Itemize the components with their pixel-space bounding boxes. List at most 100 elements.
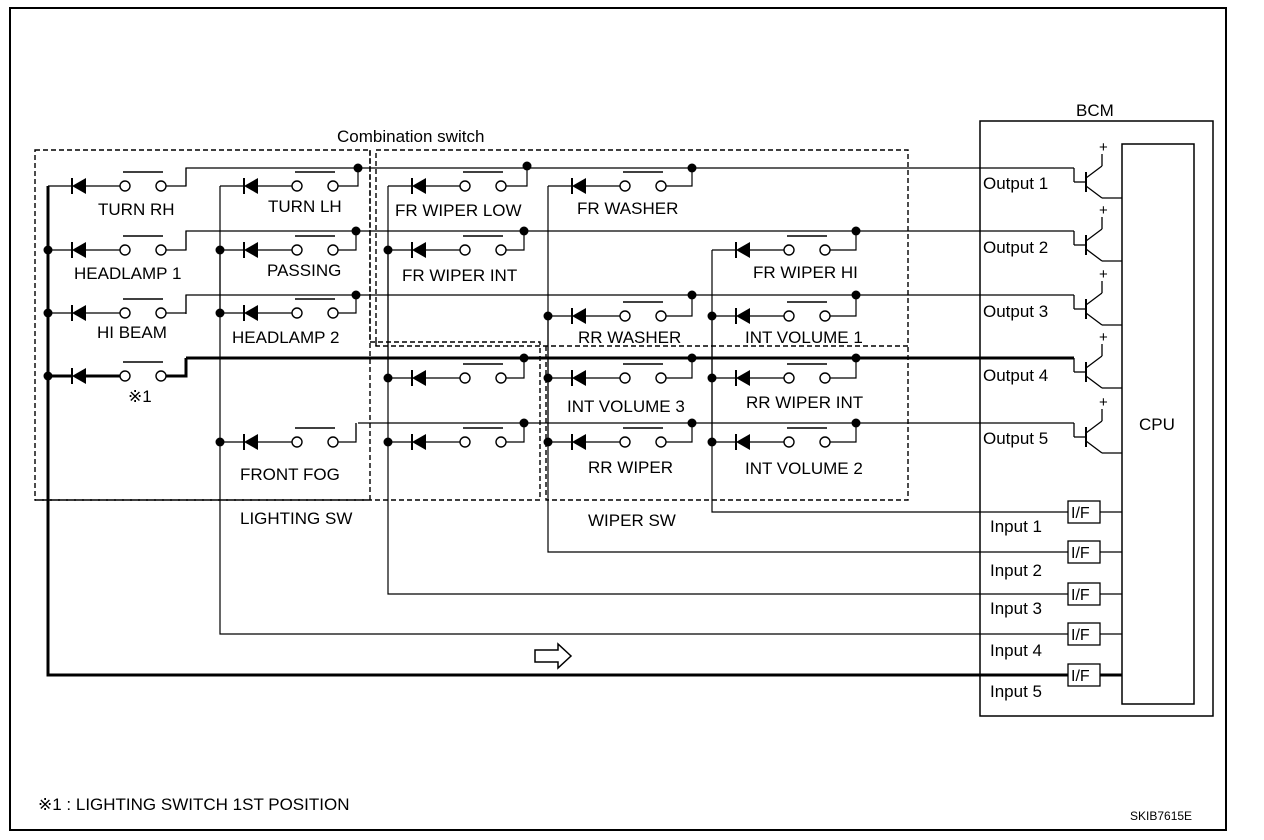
diode-icon xyxy=(572,308,586,324)
if-label: I/F xyxy=(1071,668,1090,685)
contact-icon xyxy=(327,180,339,192)
rr-washer-label: RR WASHER xyxy=(578,328,681,347)
turn-rh-switch xyxy=(48,168,187,194)
diode-icon xyxy=(244,178,258,194)
bcm-box xyxy=(979,120,1214,717)
hi-beam-switch xyxy=(48,295,187,321)
contact-icon xyxy=(327,244,339,256)
flow-arrow-icon xyxy=(534,642,573,670)
headlamp-2-switch xyxy=(220,295,357,321)
front-fog-label: FRONT FOG xyxy=(240,465,340,484)
fr-wiper-int-label: FR WIPER INT xyxy=(402,266,517,285)
if-label: I/F xyxy=(1071,627,1090,644)
contact-icon xyxy=(783,436,795,448)
diode-icon xyxy=(412,370,426,386)
headlamp-1-switch xyxy=(48,231,187,258)
contact-icon xyxy=(459,244,471,256)
combination-switch-title: Combination switch xyxy=(337,127,484,146)
if-label: I/F xyxy=(1071,505,1090,522)
contact-icon xyxy=(819,372,831,384)
contact-icon xyxy=(655,310,667,322)
diode-icon xyxy=(412,178,426,194)
contact-icon xyxy=(819,244,831,256)
diode-icon xyxy=(244,305,258,321)
output-5-label: Output 5 xyxy=(983,429,1048,448)
lighting-sw-aux-2-switch xyxy=(388,423,525,450)
input-5-interface: I/F xyxy=(1067,663,1122,687)
bcm-title: BCM xyxy=(1076,101,1114,120)
lighting-sw-box-lower xyxy=(35,150,541,501)
passing-label: PASSING xyxy=(267,261,341,280)
contact-icon xyxy=(819,436,831,448)
if-label: I/F xyxy=(1071,545,1090,562)
input-3-interface: I/F xyxy=(1067,582,1122,606)
interface-layer: I/F I/F I/F I/F I/F xyxy=(1067,500,1122,687)
contact-icon xyxy=(619,310,631,322)
rr-wiper-switch xyxy=(548,423,693,450)
contact-icon xyxy=(495,436,507,448)
fr-washer-switch xyxy=(548,168,693,194)
output-2-label: Output 2 xyxy=(983,238,1048,257)
position-1-switch xyxy=(48,358,188,384)
int-volume-2-switch xyxy=(712,423,857,450)
int-volume-1-label: INT VOLUME 1 xyxy=(745,328,863,347)
diode-icon xyxy=(572,178,586,194)
output-1-label: Output 1 xyxy=(983,174,1048,193)
contact-icon xyxy=(291,244,303,256)
turn-lh-switch xyxy=(220,168,359,194)
contact-icon xyxy=(459,436,471,448)
diode-icon xyxy=(244,434,258,450)
position-mark: ※1 xyxy=(128,387,152,406)
contact-icon xyxy=(459,372,471,384)
output-2-transistor-icon: + xyxy=(1073,202,1122,262)
rr-wiper-int-switch xyxy=(712,358,857,386)
output-4-transistor-icon: + xyxy=(1073,329,1122,389)
fr-wiper-int-switch xyxy=(388,231,525,258)
rr-wiper-label: RR WIPER xyxy=(588,458,673,477)
int-volume-1-switch xyxy=(712,295,857,324)
supply-plus-label: + xyxy=(1099,202,1108,219)
output-4-label: Output 4 xyxy=(983,366,1048,385)
output-1-transistor-icon: + xyxy=(1073,139,1122,199)
input-4-label: Input 4 xyxy=(990,641,1042,660)
contact-icon xyxy=(291,436,303,448)
wiper-sw-label: WIPER SW xyxy=(588,511,676,530)
contact-icon xyxy=(619,436,631,448)
fr-washer-label: FR WASHER xyxy=(577,199,678,218)
contact-icon xyxy=(119,307,131,319)
contact-icon xyxy=(655,372,667,384)
hi-beam-label: HI BEAM xyxy=(97,323,167,342)
input-4-interface: I/F xyxy=(1067,622,1122,646)
output-3-transistor-icon: + xyxy=(1073,266,1122,326)
contact-icon xyxy=(495,244,507,256)
int-volume-3-label: INT VOLUME 3 xyxy=(567,397,685,416)
diode-icon xyxy=(736,308,750,324)
input-1-label: Input 1 xyxy=(990,517,1042,536)
diode-icon xyxy=(72,178,86,194)
input-3-label: Input 3 xyxy=(990,599,1042,618)
input-2-label: Input 2 xyxy=(990,561,1042,580)
contact-icon xyxy=(291,307,303,319)
passing-switch xyxy=(220,231,357,258)
contact-icon xyxy=(119,180,131,192)
diode-icon xyxy=(572,434,586,450)
contact-icon xyxy=(495,372,507,384)
outer-frame xyxy=(9,7,1227,831)
contact-icon xyxy=(495,180,507,192)
cpu-label: CPU xyxy=(1139,415,1175,434)
contact-icon xyxy=(783,244,795,256)
contact-icon xyxy=(655,180,667,192)
diode-icon xyxy=(412,242,426,258)
int-volume-2-label: INT VOLUME 2 xyxy=(745,459,863,478)
supply-plus-label: + xyxy=(1099,394,1108,411)
turn-rh-label: TURN RH xyxy=(98,200,175,219)
diode-icon xyxy=(572,370,586,386)
int-volume-3-switch xyxy=(548,358,693,386)
headlamp-1-label: HEADLAMP 1 xyxy=(74,264,181,283)
lighting-sw-label: LIGHTING SW xyxy=(240,509,352,528)
rr-washer-switch xyxy=(548,295,693,324)
if-label: I/F xyxy=(1071,587,1090,604)
diode-icon xyxy=(72,242,86,258)
contact-icon xyxy=(783,310,795,322)
